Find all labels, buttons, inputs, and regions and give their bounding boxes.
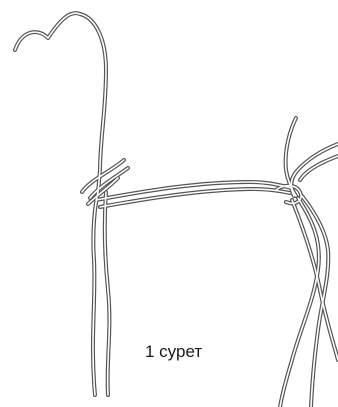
right-hook-wire-3-core — [299, 155, 338, 181]
right-strand-wire-2-core — [291, 199, 338, 361]
crossbar-wire-lower-core — [99, 188, 291, 208]
wire-group — [13, 11, 338, 407]
crossbar-wire-lower — [98, 187, 292, 209]
right-strand-wire-3-core — [301, 195, 330, 407]
right-strand-wire-1-core — [279, 197, 320, 407]
right-hook-wire-3 — [298, 154, 338, 182]
right-hook-wire-2-core — [290, 143, 338, 197]
left-twist-wire-core — [81, 159, 129, 205]
crossbar-wire-core — [95, 181, 293, 201]
figure-caption: 1 сурет — [145, 342, 203, 361]
left-hook-wire-core — [14, 12, 107, 396]
left-hook-wire — [13, 11, 108, 397]
left-strand-wire-core — [103, 191, 111, 396]
